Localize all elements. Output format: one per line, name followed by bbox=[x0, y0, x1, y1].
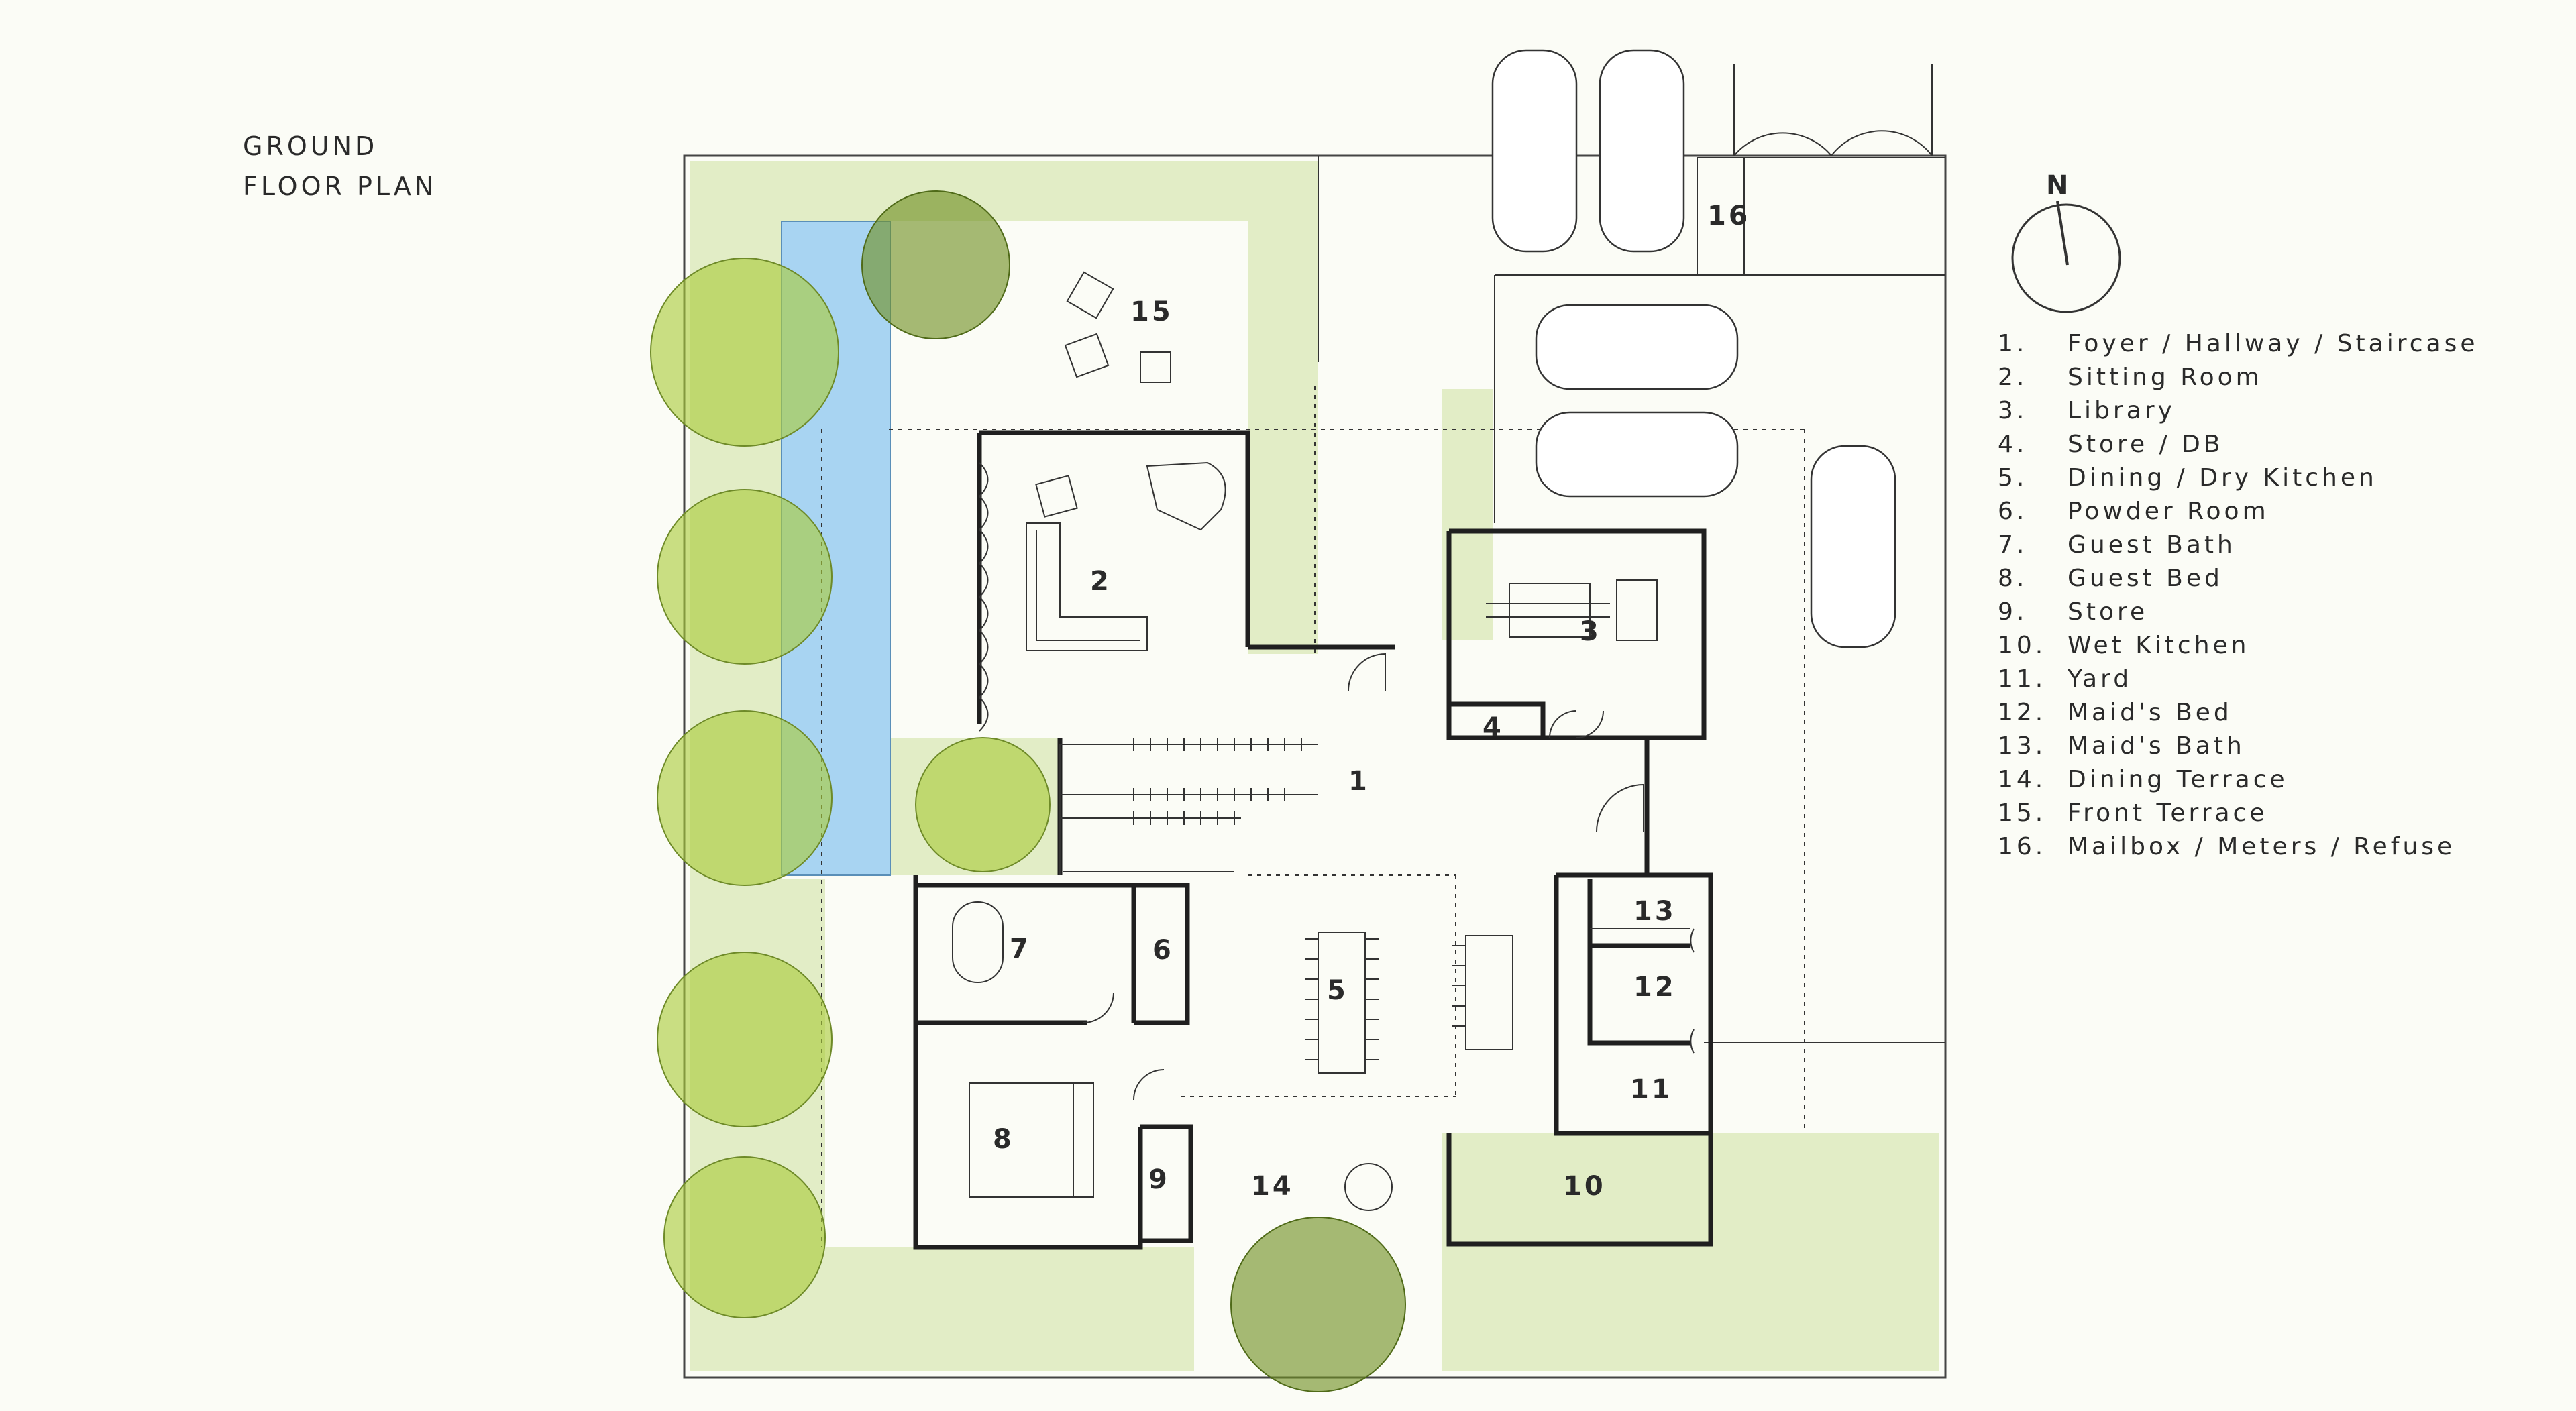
wall-wet-kitchen bbox=[1446, 1133, 1713, 1247]
legend-label: Mailbox / Meters / Refuse bbox=[2068, 833, 2456, 860]
room-label-11: 11 bbox=[1630, 1074, 1673, 1105]
room-label-14: 14 bbox=[1251, 1171, 1294, 1202]
piano bbox=[1146, 461, 1226, 531]
legend-number: 13. bbox=[1998, 732, 2047, 760]
room-label-4: 4 bbox=[1483, 712, 1504, 743]
north-compass: N bbox=[2011, 170, 2121, 313]
legend-item: 6. Powder Room bbox=[1998, 495, 2478, 528]
legend-item: 9. Store bbox=[1998, 596, 2478, 629]
legend-number: 12. bbox=[1998, 699, 2047, 726]
room-label-5: 5 bbox=[1327, 975, 1348, 1006]
legend-number: 1. bbox=[1998, 330, 2028, 357]
room-label-16: 16 bbox=[1707, 201, 1750, 231]
wall-store bbox=[1140, 1124, 1193, 1243]
dry-kitchen-counter bbox=[1452, 935, 1513, 1050]
round-table bbox=[1344, 1163, 1393, 1211]
legend-label: Front Terrace bbox=[2068, 799, 2268, 827]
legend-number: 9. bbox=[1998, 598, 2028, 626]
dining-table bbox=[1305, 932, 1379, 1074]
armchair bbox=[1035, 475, 1078, 518]
legend-item: 1. Foyer / Hallway / Staircase bbox=[1998, 327, 2478, 361]
wall-library bbox=[1446, 528, 1707, 740]
room-label-12: 12 bbox=[1633, 972, 1676, 1003]
legend-number: 14. bbox=[1998, 766, 2047, 793]
gate-swing-left bbox=[1733, 132, 1832, 156]
terrace-chair bbox=[1066, 271, 1114, 319]
gate-swing-right bbox=[1831, 130, 1933, 156]
legend-label: Library bbox=[2068, 397, 2176, 425]
library-table bbox=[1486, 579, 1658, 641]
legend-label: Store bbox=[2068, 598, 2149, 626]
room-label-13: 13 bbox=[1633, 896, 1676, 927]
bathtub bbox=[952, 901, 1004, 983]
room-label-1: 1 bbox=[1348, 766, 1370, 797]
lawn-southeast bbox=[1442, 1133, 1939, 1371]
legend-item: 16. Mailbox / Meters / Refuse bbox=[1998, 830, 2478, 864]
legend-number: 5. bbox=[1998, 464, 2028, 492]
lawn-south bbox=[782, 879, 1194, 1324]
legend-item: 5. Dining / Dry Kitchen bbox=[1998, 461, 2478, 495]
compass-north-label: N bbox=[2046, 170, 2071, 201]
legend-label: Guest Bath bbox=[2068, 531, 2236, 559]
legend-label: Wet Kitchen bbox=[2068, 632, 2250, 659]
room-label-15: 15 bbox=[1130, 296, 1173, 327]
room-label-6: 6 bbox=[1152, 935, 1174, 966]
legend-label: Maid's Bath bbox=[2068, 732, 2245, 760]
legend-number: 4. bbox=[1998, 431, 2028, 458]
lawn-courtyard bbox=[1442, 389, 1493, 640]
legend-label: Powder Room bbox=[2068, 498, 2269, 525]
parked-cars bbox=[1491, 49, 1896, 648]
room-label-8: 8 bbox=[993, 1124, 1014, 1155]
staircase bbox=[1059, 738, 1318, 875]
legend-label: Guest Bed bbox=[2068, 565, 2223, 592]
legend-number: 2. bbox=[1998, 363, 2028, 391]
legend-item: 14. Dining Terrace bbox=[1998, 763, 2478, 797]
legend-number: 11. bbox=[1998, 665, 2047, 693]
terrace-chair bbox=[1140, 351, 1171, 383]
legend-item: 2. Sitting Room bbox=[1998, 361, 2478, 394]
wall-guest-wing bbox=[913, 875, 1143, 1250]
terrace-chair bbox=[1064, 333, 1110, 378]
wall-store-db bbox=[1449, 701, 1546, 738]
legend-item: 11. Yard bbox=[1998, 663, 2478, 696]
legend-item: 15. Front Terrace bbox=[1998, 797, 2478, 830]
legend-item: 7. Guest Bath bbox=[1998, 528, 2478, 562]
guest-bed bbox=[969, 1082, 1094, 1198]
legend-label: Sitting Room bbox=[2068, 363, 2263, 391]
legend-label: Maid's Bed bbox=[2068, 699, 2233, 726]
room-label-9: 9 bbox=[1148, 1164, 1170, 1195]
legend-number: 8. bbox=[1998, 565, 2028, 592]
room-label-2: 2 bbox=[1090, 566, 1112, 597]
wall-powder-room bbox=[1117, 883, 1190, 1025]
legend-label: Dining Terrace bbox=[2068, 766, 2288, 793]
wall-sitting-room bbox=[977, 430, 1250, 724]
legend-number: 7. bbox=[1998, 531, 2028, 559]
legend-label: Yard bbox=[2068, 665, 2133, 693]
folding-doors bbox=[978, 462, 989, 732]
legend-label: Foyer / Hallway / Staircase bbox=[2068, 330, 2479, 357]
sofa bbox=[1026, 522, 1148, 651]
legend-label: Store / DB bbox=[2068, 431, 2224, 458]
title-line-1: GROUND bbox=[243, 131, 378, 161]
room-legend: 1. Foyer / Hallway / Staircase 2. Sitting R… bbox=[1998, 327, 2478, 864]
legend-item: 8. Guest Bed bbox=[1998, 562, 2478, 596]
door-swing-foyer bbox=[1596, 783, 1644, 832]
legend-item: 12. Maid's Bed bbox=[1998, 696, 2478, 730]
room-label-10: 10 bbox=[1563, 1171, 1606, 1202]
legend-item: 13. Maid's Bath bbox=[1998, 730, 2478, 763]
legend-item: 4. Store / DB bbox=[1998, 428, 2478, 461]
room-label-7: 7 bbox=[1010, 934, 1031, 964]
legend-number: 15. bbox=[1998, 799, 2047, 827]
legend-number: 6. bbox=[1998, 498, 2028, 525]
legend-number: 10. bbox=[1998, 632, 2047, 659]
title-line-2: FLOOR PLAN bbox=[243, 172, 437, 201]
trees bbox=[650, 190, 1406, 1392]
legend-number: 3. bbox=[1998, 397, 2028, 425]
room-label-3: 3 bbox=[1580, 616, 1601, 647]
legend-item: 10. Wet Kitchen bbox=[1998, 629, 2478, 663]
legend-item: 3. Library bbox=[1998, 394, 2478, 428]
legend-number: 16. bbox=[1998, 833, 2047, 860]
legend-label: Dining / Dry Kitchen bbox=[2068, 464, 2377, 492]
